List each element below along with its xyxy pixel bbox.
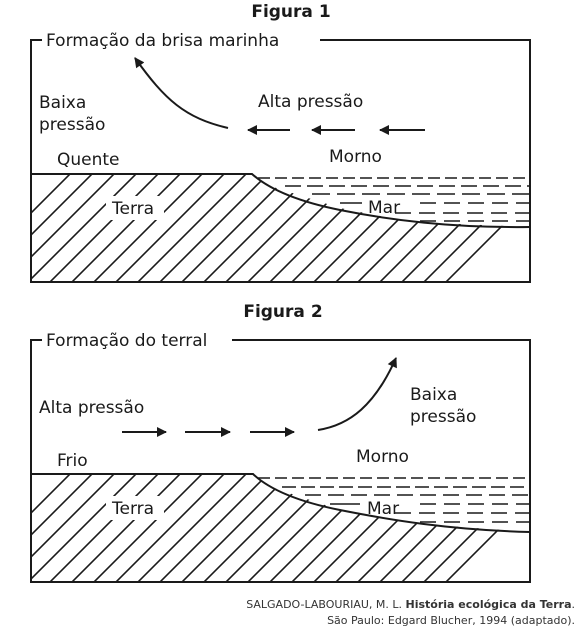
figure2-frame-label: Formação do terral — [46, 331, 207, 351]
figure1-wind-arrows — [134, 57, 425, 135]
figure1-land-label: Terra — [111, 199, 154, 219]
figure2-high-pressure: Alta pressão — [39, 398, 144, 418]
figure1-land-label-bg — [106, 196, 164, 220]
caption-work: História ecológica da Terra — [405, 598, 572, 611]
figure2-wind-arrows — [122, 357, 397, 437]
source-caption-line2: São Paulo: Edgard Blucher, 1994 (adaptad… — [327, 614, 575, 627]
figure2-low-pressure-line2: pressão — [410, 407, 476, 427]
figure2-frame — [30, 339, 531, 583]
figure1-sea-label: Mar — [368, 198, 400, 218]
figure1-low-pressure-line2: pressão — [39, 115, 105, 135]
figure2-land-temp: Frio — [57, 451, 88, 471]
figure2-title: Figura 2 — [243, 302, 322, 322]
figure2-sea-dashes — [258, 477, 530, 523]
figure1-sea-temp: Morno — [329, 147, 382, 167]
source-caption-line1: SALGADO-LABOURIAU, M. L. História ecológ… — [246, 598, 575, 611]
figure1-shoreline — [31, 173, 531, 229]
figure1-frame — [30, 39, 531, 283]
figure1-high-pressure: Alta pressão — [258, 92, 363, 112]
figure1-frame-label: Formação da brisa marinha — [46, 31, 279, 51]
figure1-sea-dashes — [258, 177, 530, 222]
figure1-land-hatch — [31, 174, 530, 282]
figure2-low-pressure-line1: Baixa — [410, 385, 457, 405]
figure1-low-pressure-line1: Baixa — [39, 93, 86, 113]
figure2-shoreline — [31, 473, 531, 533]
figure2-sea-temp: Morno — [356, 447, 409, 467]
caption-author: SALGADO-LABOURIAU, M. L. — [246, 598, 403, 611]
figure2-land-label-bg — [106, 496, 164, 520]
figure2-land-label: Terra — [111, 499, 154, 519]
figure1-title: Figura 1 — [251, 2, 330, 22]
figure1-land-temp: Quente — [57, 150, 120, 170]
figure2-sea-label: Mar — [367, 499, 399, 519]
